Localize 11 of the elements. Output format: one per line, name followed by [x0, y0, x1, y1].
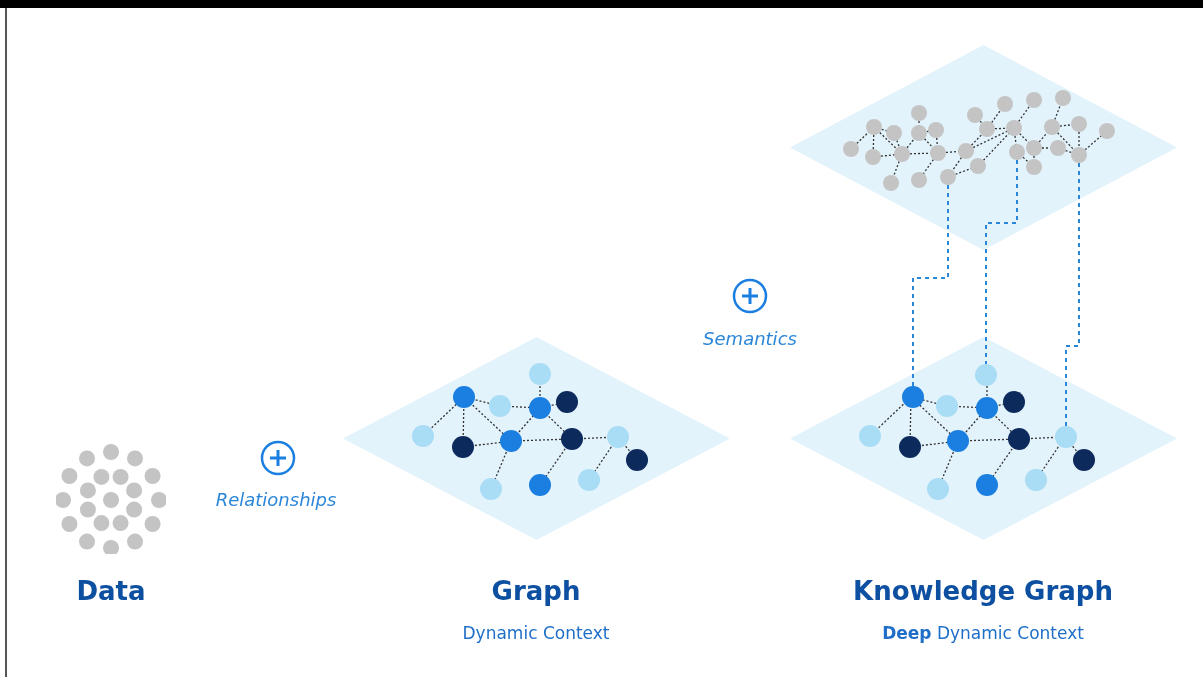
dashed-connector: [1065, 162, 1080, 427]
stage-title: Knowledge Graph: [853, 576, 1113, 606]
stage-subtitle: Dynamic Context: [462, 623, 610, 643]
plane-diamond: [790, 45, 1177, 250]
dashed-connector: [912, 184, 949, 387]
dashed-connector: [985, 159, 1018, 365]
operator-label: Semantics: [703, 328, 797, 349]
operator-label: Relationships: [215, 489, 337, 510]
stage-title: Data: [76, 576, 146, 606]
stage-title: Graph: [491, 576, 581, 606]
stage-subtitle: Deep Dynamic Context: [882, 623, 1084, 643]
